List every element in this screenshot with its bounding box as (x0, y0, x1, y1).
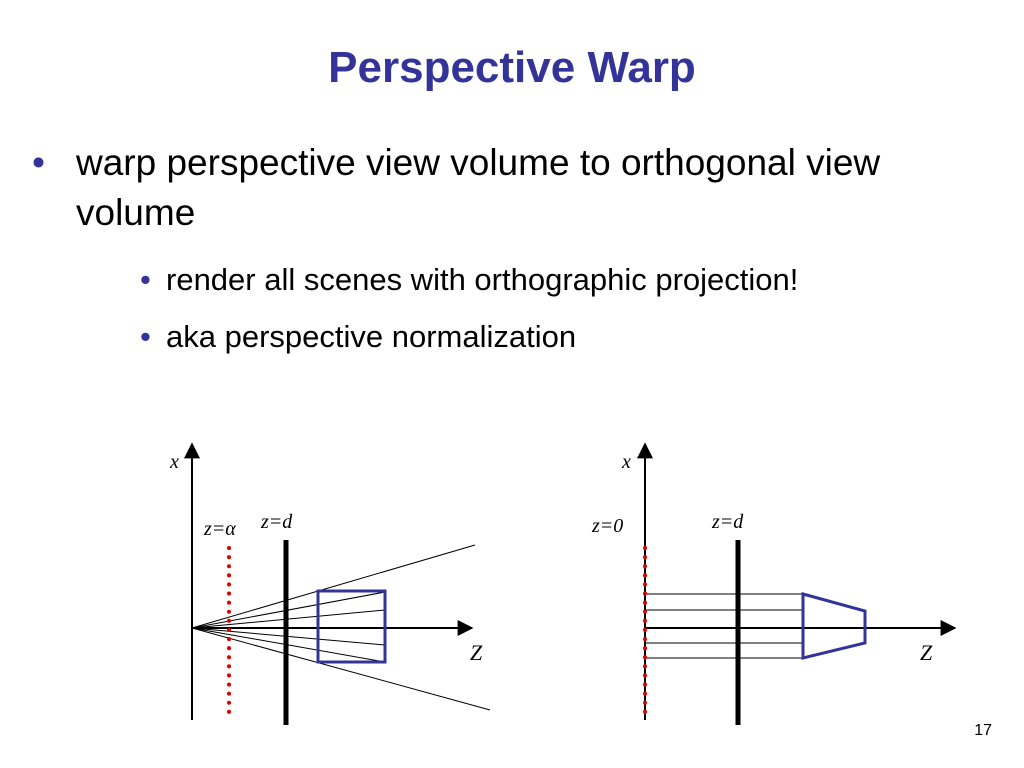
left-z-axis-label: Z (470, 640, 483, 665)
sub-bullet-item: • render all scenes with orthographic pr… (140, 260, 1006, 300)
right-z-axis-label: Z (920, 640, 933, 665)
left-view-box (316, 589, 387, 664)
bullet-dot-icon: • (32, 142, 45, 183)
right-plane-d-label: z=d (711, 511, 744, 533)
left-plane-alpha-label: z=α (203, 518, 236, 540)
sub-bullet-text: aka perspective normalization (166, 319, 577, 354)
right-warped-box (801, 592, 867, 660)
sub-bullet-text: render all scenes with orthographic proj… (166, 262, 799, 297)
left-frustum-ray-top (191, 544, 476, 629)
bullet-item: • warp perspective view volume to orthog… (32, 138, 996, 238)
left-x-axis-label: x (169, 451, 179, 473)
slide-title: Perspective Warp (328, 43, 696, 92)
bullet-dot-icon: • (140, 262, 151, 297)
bullet-text: warp perspective view volume to orthogon… (76, 142, 881, 233)
right-diagram: x Z z=0 z=d (591, 442, 957, 725)
bullet-dot-icon: • (140, 319, 151, 354)
right-x-axis-label: x (621, 451, 631, 473)
sub-bullet-item: • aka perspective normalization (140, 317, 1006, 357)
left-frustum-ray-bottom (191, 627, 491, 711)
page-number: 17 (974, 722, 992, 739)
left-diagram: x Z z=α z=d (169, 442, 491, 725)
left-plane-d-label: z=d (260, 511, 293, 533)
alpha-symbol: α (225, 518, 236, 540)
right-plane-zero-label: z=0 (591, 515, 623, 537)
